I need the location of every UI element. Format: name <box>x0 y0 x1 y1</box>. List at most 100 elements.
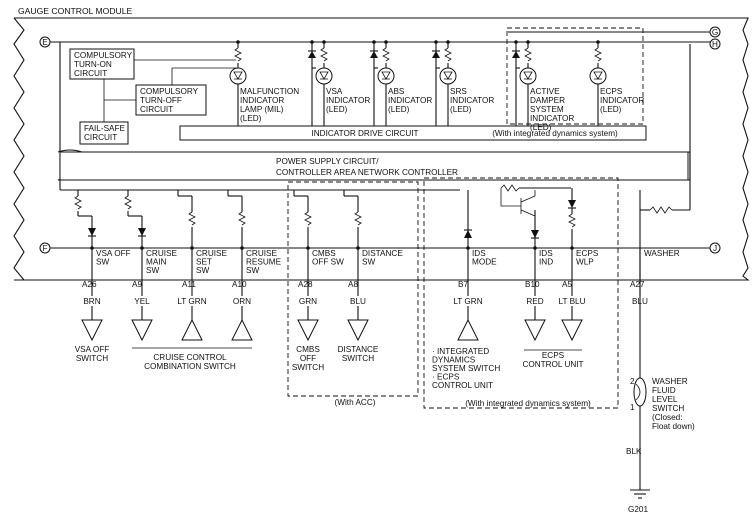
transistor-base <box>500 188 521 207</box>
ground-wire-color: BLK <box>626 447 642 456</box>
indicator-led-1 <box>315 67 333 85</box>
indicator-label-2-0: ABS <box>388 87 405 96</box>
pin-label-3-1: RESUME <box>246 258 282 267</box>
distance-label-1: SWITCH <box>342 354 374 363</box>
wire-color-4: GRN <box>299 297 317 306</box>
indicator-label-0-3: (LED) <box>240 114 262 123</box>
ecps-unit-label-0: ECPS <box>542 351 565 360</box>
cruise-label-1: COMBINATION SWITCH <box>144 362 236 371</box>
turn-off-line-2: TURN-OFF <box>140 96 182 105</box>
terminal-g: G <box>709 26 721 38</box>
pin-pullup-2 <box>188 211 196 226</box>
indicator-label-1-0: VSA <box>326 87 343 96</box>
indicator-label-5-2: (LED) <box>600 105 622 114</box>
cmbs-label-2: SWITCH <box>292 363 324 372</box>
indicator-diode-4 <box>512 51 520 58</box>
turn-on-line-3: CIRCUIT <box>74 69 107 78</box>
indicator-label-1-1: INDICATOR <box>326 96 370 105</box>
indicator-led-3 <box>439 67 457 85</box>
wire-color-5: BLU <box>350 297 366 306</box>
wire-color-2: LT GRN <box>177 297 206 306</box>
indicator-label-0-0: MALFUNCTION <box>240 87 299 96</box>
ground-label: G201 <box>628 505 648 514</box>
indicator-diode-2 <box>370 51 378 58</box>
pin-label-1-0: CRUISE <box>146 249 177 258</box>
pin-pullup-1 <box>124 195 132 210</box>
wire-color-7: RED <box>526 297 543 306</box>
indicator-led-4 <box>519 67 537 85</box>
turn-on-line-2: TURN-ON <box>74 60 112 69</box>
ids-dashed-box <box>423 177 619 409</box>
turn-off-line-3: CIRCUIT <box>140 105 173 114</box>
indicator-resistor-5 <box>594 47 602 62</box>
ids-unit-label-2: SYSTEM SWITCH <box>432 364 500 373</box>
cmbs-off-symbol <box>297 319 319 342</box>
indicator-diode-3 <box>432 51 440 58</box>
vsa-off-switch-symbol <box>81 319 103 342</box>
ids-resistor <box>500 184 520 192</box>
indicator-resistor-3 <box>444 47 452 62</box>
indicator-drive-block <box>179 125 647 141</box>
pin-number-1: A9 <box>132 280 142 289</box>
wire-color-0: BRN <box>83 297 100 306</box>
pin-pullup-0 <box>74 195 82 210</box>
indicator-label-0-2: LAMP (MIL) <box>240 105 284 114</box>
wire-color-6: LT GRN <box>453 297 482 306</box>
pin-label-3-0: CRUISE <box>246 249 277 258</box>
washer-label-5: (Closed: <box>652 413 683 422</box>
svg-text:E: E <box>42 38 48 47</box>
indicator-label-5-1: INDICATOR <box>600 96 644 105</box>
ecps-wlp-symbol <box>561 319 583 342</box>
pin-label-0-1: SW <box>96 258 109 267</box>
washer-pullup-resistor <box>649 206 673 214</box>
pin-number-4: A28 <box>298 280 313 289</box>
indicator-drive-label: INDICATOR DRIVE CIRCUIT <box>311 129 418 138</box>
indicator-label-4-1: DAMPER <box>530 96 565 105</box>
terminal-h: H <box>709 38 721 50</box>
terminal-j: J <box>709 242 721 254</box>
ids-ind-symbol <box>524 319 546 342</box>
indicator-resistor-4 <box>524 47 532 62</box>
pin-label-2-2: SW <box>196 266 209 275</box>
pin-label-7-1: IND <box>539 258 553 267</box>
distance-symbol <box>347 319 369 342</box>
pin-label-6-0: IDS <box>472 249 486 258</box>
pin-label-8-1: WLP <box>576 258 594 267</box>
indicator-resistor-2 <box>382 47 390 62</box>
indicator-label-3-2: (LED) <box>450 105 472 114</box>
module-boundary-top <box>14 17 750 281</box>
cmbs-label-0: CMBS <box>296 345 320 354</box>
indicator-label-4-2: SYSTEM <box>530 105 564 114</box>
pin-pullup-3 <box>238 211 246 226</box>
compulsory-turn-off-block <box>135 84 207 116</box>
washer-label-6: Float down) <box>652 422 695 431</box>
indicator-label-3-1: INDICATOR <box>450 96 494 105</box>
pin-resistor-8 <box>568 213 576 228</box>
pin-label-5-0: DISTANCE <box>362 249 403 258</box>
svg-text:H: H <box>712 40 718 49</box>
pin-label-3-2: SW <box>246 266 259 275</box>
indicator-label-4-3: INDICATOR <box>530 114 574 123</box>
ids-mode-symbol <box>457 318 479 341</box>
pin-number-9: A27 <box>630 280 645 289</box>
vsa-off-label-0: VSA OFF <box>75 345 110 354</box>
wire-color-1: YEL <box>134 297 150 306</box>
pin-label-8-0: ECPS <box>576 249 599 258</box>
ids-unit-label-1: DYNAMICS <box>432 356 476 365</box>
pin-label-1-1: MAIN <box>146 258 167 267</box>
pin-number-8: A5 <box>562 280 572 289</box>
turn-on-line-1: COMPULSORY <box>74 51 133 60</box>
ids-unit-label-3: · ECPS <box>432 373 460 382</box>
